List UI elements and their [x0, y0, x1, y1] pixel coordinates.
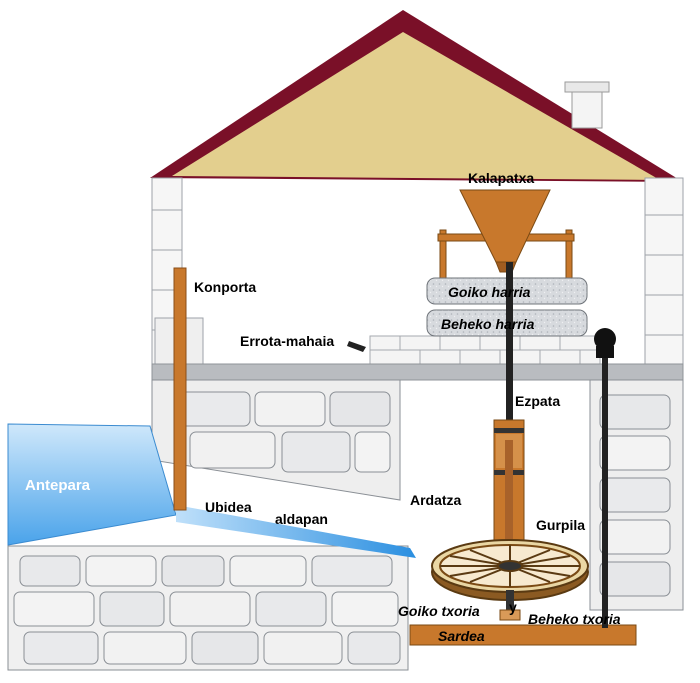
base-frame	[409, 624, 637, 646]
spindle-rod	[506, 262, 513, 428]
label-ubidea: Ubidea	[205, 499, 252, 515]
label-ezpata: Ezpata	[515, 393, 560, 409]
label-y: y	[509, 599, 517, 615]
roof	[150, 10, 683, 182]
brick-ledge	[369, 335, 601, 365]
water-chute	[176, 505, 416, 558]
main-shaft	[493, 419, 525, 559]
label-antepara: Antepara	[25, 477, 91, 494]
table-handle	[347, 341, 366, 352]
floor-slab	[151, 363, 684, 381]
label-aldapan: aldapan	[275, 511, 328, 527]
lower-bearing	[499, 590, 521, 621]
label-errota-mahaia: Errota-mahaia	[240, 333, 334, 349]
hopper	[459, 189, 551, 263]
lower-stone-wall	[151, 379, 684, 611]
water-wheel	[431, 539, 589, 601]
label-goiko-txoria: Goiko txoria	[398, 603, 480, 619]
regulator-lever	[594, 328, 616, 628]
label-goiko-harria: Goiko harria	[448, 284, 531, 300]
label-sardea: Sardea	[438, 628, 485, 644]
label-beheko-harria: Beheko harria	[441, 316, 535, 332]
foundation-stones	[7, 545, 409, 671]
label-ardatza: Ardatza	[410, 492, 462, 508]
label-gurpila: Gurpila	[536, 517, 585, 533]
label-beheko-txoria: Beheko txoria	[528, 611, 621, 627]
sluice-gate	[173, 267, 187, 511]
label-kalapatxa: Kalapatxa	[468, 170, 534, 186]
label-konporta: Konporta	[194, 279, 256, 295]
chimney	[564, 81, 610, 129]
